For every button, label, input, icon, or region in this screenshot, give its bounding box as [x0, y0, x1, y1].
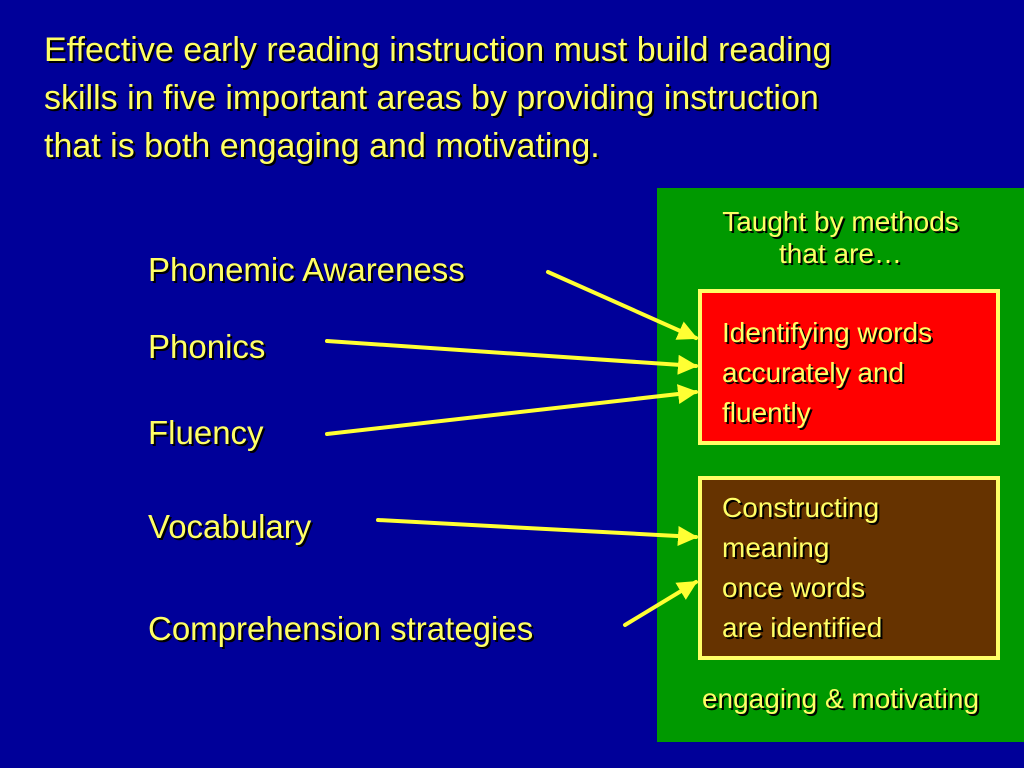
arrow-vocabulary: [376, 518, 698, 547]
title-line: Effective early reading instruction must…: [44, 31, 832, 69]
box-line: Constructing: [722, 492, 880, 523]
area-phonics: Phonics: [148, 328, 266, 365]
box-line: accurately and: [722, 357, 905, 388]
area-vocabulary: Vocabulary: [148, 508, 312, 545]
box-line: are identified: [722, 612, 883, 643]
arrow-fluency: [325, 384, 698, 436]
title-line: that is both engaging and motivating.: [44, 127, 600, 165]
box-identifying-words: Identifying words accurately and fluentl…: [698, 289, 1000, 445]
slide-title: Effective early reading instruction must…: [44, 26, 1004, 170]
box-constructing-meaning-text: Constructing meaning once words are iden…: [722, 488, 882, 648]
area-fluency: Fluency: [148, 414, 264, 451]
arrow-comprehension-strategies: [623, 580, 698, 627]
area-phonemic-awareness: Phonemic Awareness: [148, 251, 465, 288]
box-identifying-words-text: Identifying words accurately and fluentl…: [722, 313, 932, 433]
arrow-phonemic-awareness: [546, 270, 698, 340]
box-line: fluently: [722, 397, 811, 428]
panel-footer: engaging & motivating: [701, 683, 980, 714]
panel-header-line: Taught by methods: [722, 206, 959, 237]
area-comprehension-strategies: Comprehension strategies: [148, 610, 534, 647]
arrow-phonics: [325, 339, 698, 375]
title-line: skills in five important areas by provid…: [44, 79, 819, 117]
box-constructing-meaning: Constructing meaning once words are iden…: [698, 476, 1000, 660]
panel-header-line: that are…: [779, 238, 902, 269]
panel-header: Taught by methods that are…: [657, 206, 1024, 270]
box-line: meaning: [722, 532, 830, 563]
box-line: once words: [722, 572, 866, 603]
box-line: Identifying words: [722, 317, 933, 348]
